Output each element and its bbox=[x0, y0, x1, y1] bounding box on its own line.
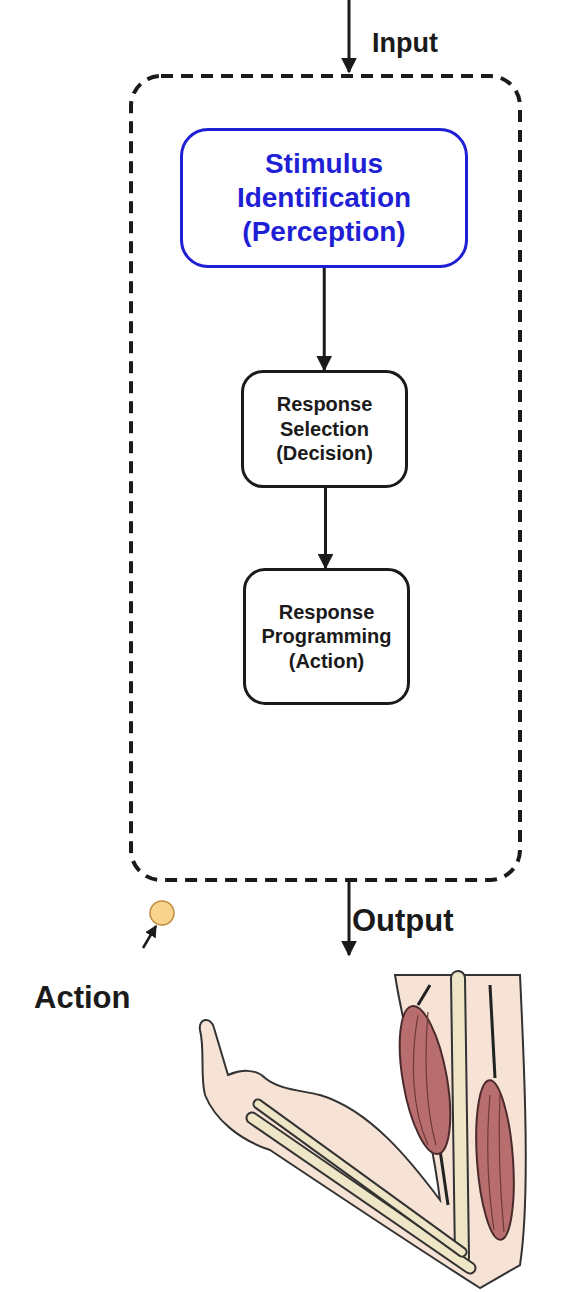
tendon bbox=[440, 1150, 448, 1205]
box-label: Response Selection (Decision) bbox=[254, 392, 395, 465]
tendon bbox=[490, 985, 495, 1078]
action-arrow bbox=[143, 926, 156, 948]
biceps-muscle bbox=[390, 1002, 459, 1157]
output-arrow bbox=[348, 882, 351, 955]
tendon bbox=[418, 985, 430, 1005]
process-box: Stimulus Identification (Perception) bbox=[180, 128, 468, 268]
input-arrow bbox=[348, 0, 351, 72]
flow-label: Action bbox=[34, 980, 130, 1016]
flow-arrow bbox=[323, 268, 326, 370]
muscle-fibres bbox=[488, 1092, 504, 1232]
humerus-bone bbox=[458, 978, 462, 1258]
arm-skin bbox=[200, 975, 526, 1288]
arm-illustration bbox=[200, 975, 526, 1288]
processing-boundary bbox=[131, 76, 520, 880]
process-box: Response Programming (Action) bbox=[243, 568, 410, 705]
target-ball bbox=[150, 901, 174, 925]
flow-label: Input bbox=[372, 28, 438, 59]
humerus-outline bbox=[458, 978, 462, 1258]
process-box: Response Selection (Decision) bbox=[241, 370, 408, 488]
flow-arrow bbox=[324, 488, 327, 568]
triceps-muscle bbox=[471, 1079, 518, 1241]
box-label: Response Programming (Action) bbox=[256, 600, 397, 673]
flow-label: Output bbox=[352, 903, 454, 939]
box-label: Stimulus Identification (Perception) bbox=[193, 147, 455, 249]
muscle-fibres bbox=[413, 1012, 436, 1145]
